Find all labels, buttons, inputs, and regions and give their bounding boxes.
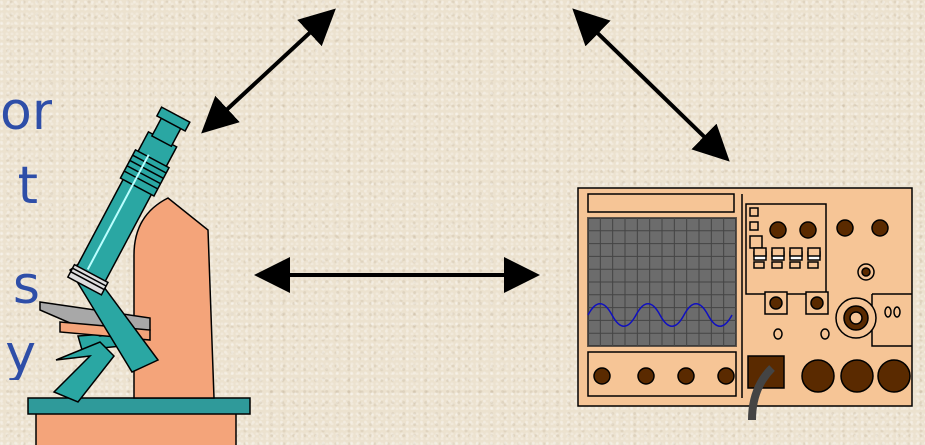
text-fragment-4: y (5, 328, 36, 380)
text-fragment-2: t (17, 160, 38, 212)
text-fragment-1: or (0, 86, 52, 138)
oscilloscope-icon (577, 187, 913, 421)
arrow-top-left (201, 8, 336, 134)
microscope-icon (27, 106, 251, 445)
arrow-top-right (572, 8, 730, 162)
text-fragment-3: s (12, 260, 40, 312)
